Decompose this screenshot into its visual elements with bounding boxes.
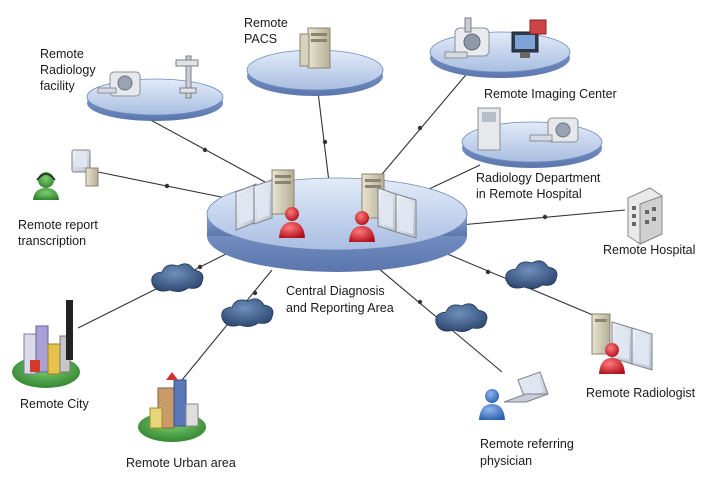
- label-remote-radiologist: Remote Radiologist: [586, 386, 696, 400]
- label-line: PACS: [244, 32, 277, 46]
- label-remote-referring-physician: Remote referring physician: [480, 437, 574, 468]
- user-icon: [349, 211, 375, 242]
- arrow-dot: [164, 183, 170, 189]
- headset-user-icon: [33, 172, 59, 200]
- label-line: in Remote Hospital: [476, 187, 582, 201]
- label-remote-radiology-facility: Remote Radiology facility: [40, 47, 96, 93]
- remote-radiologist-station-icon: [591, 313, 653, 374]
- arrow-dot: [542, 214, 548, 220]
- label-line: Remote: [244, 16, 288, 30]
- mri-machine-icon: [444, 17, 490, 59]
- user-icon: [479, 389, 505, 420]
- label-line: Remote Radiologist: [586, 386, 696, 400]
- label-line: Radiology: [40, 63, 96, 77]
- label-line: facility: [40, 79, 75, 93]
- label-line: and Reporting Area: [286, 301, 394, 315]
- label-line: Remote Urban area: [126, 456, 236, 470]
- central-workstation-right: [349, 173, 417, 242]
- monitor-icon: [377, 187, 417, 239]
- central-workstation-left: [235, 169, 305, 238]
- platform-imaging-center: [429, 17, 571, 78]
- user-icon: [279, 207, 305, 238]
- arrow-dot: [485, 269, 491, 275]
- arrow-dot: [252, 290, 258, 296]
- label-remote-city: Remote City: [20, 397, 90, 411]
- label-line: Remote Hospital: [603, 243, 695, 257]
- arrow-dot: [202, 147, 208, 153]
- label-line: Radiology Department: [476, 171, 601, 185]
- arrow-dot: [322, 139, 328, 145]
- label-central-area: Central Diagnosis and Reporting Area: [286, 284, 394, 315]
- link-remote-hospital: [459, 209, 626, 226]
- label-remote-urban-area: Remote Urban area: [126, 456, 236, 470]
- label-line: Remote: [40, 47, 84, 61]
- monitor-icon: [235, 179, 273, 231]
- user-icon: [599, 343, 625, 374]
- label-line: Remote Imaging Center: [484, 87, 617, 101]
- xray-stand-icon: [175, 55, 199, 99]
- label-remote-pacs: Remote PACS: [244, 16, 288, 46]
- workstation-icon: [511, 19, 547, 58]
- network-cloud-icon: [435, 303, 488, 332]
- referring-physician-icon: [479, 371, 549, 420]
- platform-radiology-department: [461, 107, 603, 168]
- ct-scanner-icon: [97, 71, 141, 97]
- platform-radiology-facility: [86, 55, 224, 121]
- ct-scanner-icon: [529, 117, 579, 143]
- label-line: Remote City: [20, 397, 90, 411]
- label-remote-imaging-center: Remote Imaging Center: [484, 87, 617, 101]
- pacs-server-icon: [299, 27, 331, 69]
- label-remote-report-transcription: Remote report transcription: [18, 218, 98, 248]
- laptop-icon: [503, 371, 549, 403]
- arrow-dot: [417, 299, 423, 305]
- equipment-cabinet-icon: [477, 107, 501, 151]
- arrow-markers: [164, 125, 548, 305]
- label-line: Remote referring: [480, 437, 574, 451]
- network-cloud-icon: [505, 260, 558, 289]
- city-icon: [12, 300, 80, 388]
- network-cloud-icon: [151, 263, 204, 292]
- label-remote-hospital: Remote Hospital: [603, 243, 695, 257]
- label-radiology-department: Radiology Department in Remote Hospital: [476, 171, 601, 201]
- arrow-dot: [197, 264, 203, 270]
- label-line: Remote report: [18, 218, 98, 232]
- urban-area-icon: [138, 372, 206, 442]
- transcription-station-icon: [33, 149, 99, 200]
- network-cloud-icon: [221, 298, 274, 327]
- label-line: Central Diagnosis: [286, 284, 385, 298]
- label-line: transcription: [18, 234, 86, 248]
- hospital-building-icon: [627, 187, 663, 245]
- central-platform: [206, 169, 468, 272]
- platform-remote-pacs: [246, 27, 384, 96]
- label-line: physician: [480, 454, 532, 468]
- arrow-dot: [417, 125, 423, 131]
